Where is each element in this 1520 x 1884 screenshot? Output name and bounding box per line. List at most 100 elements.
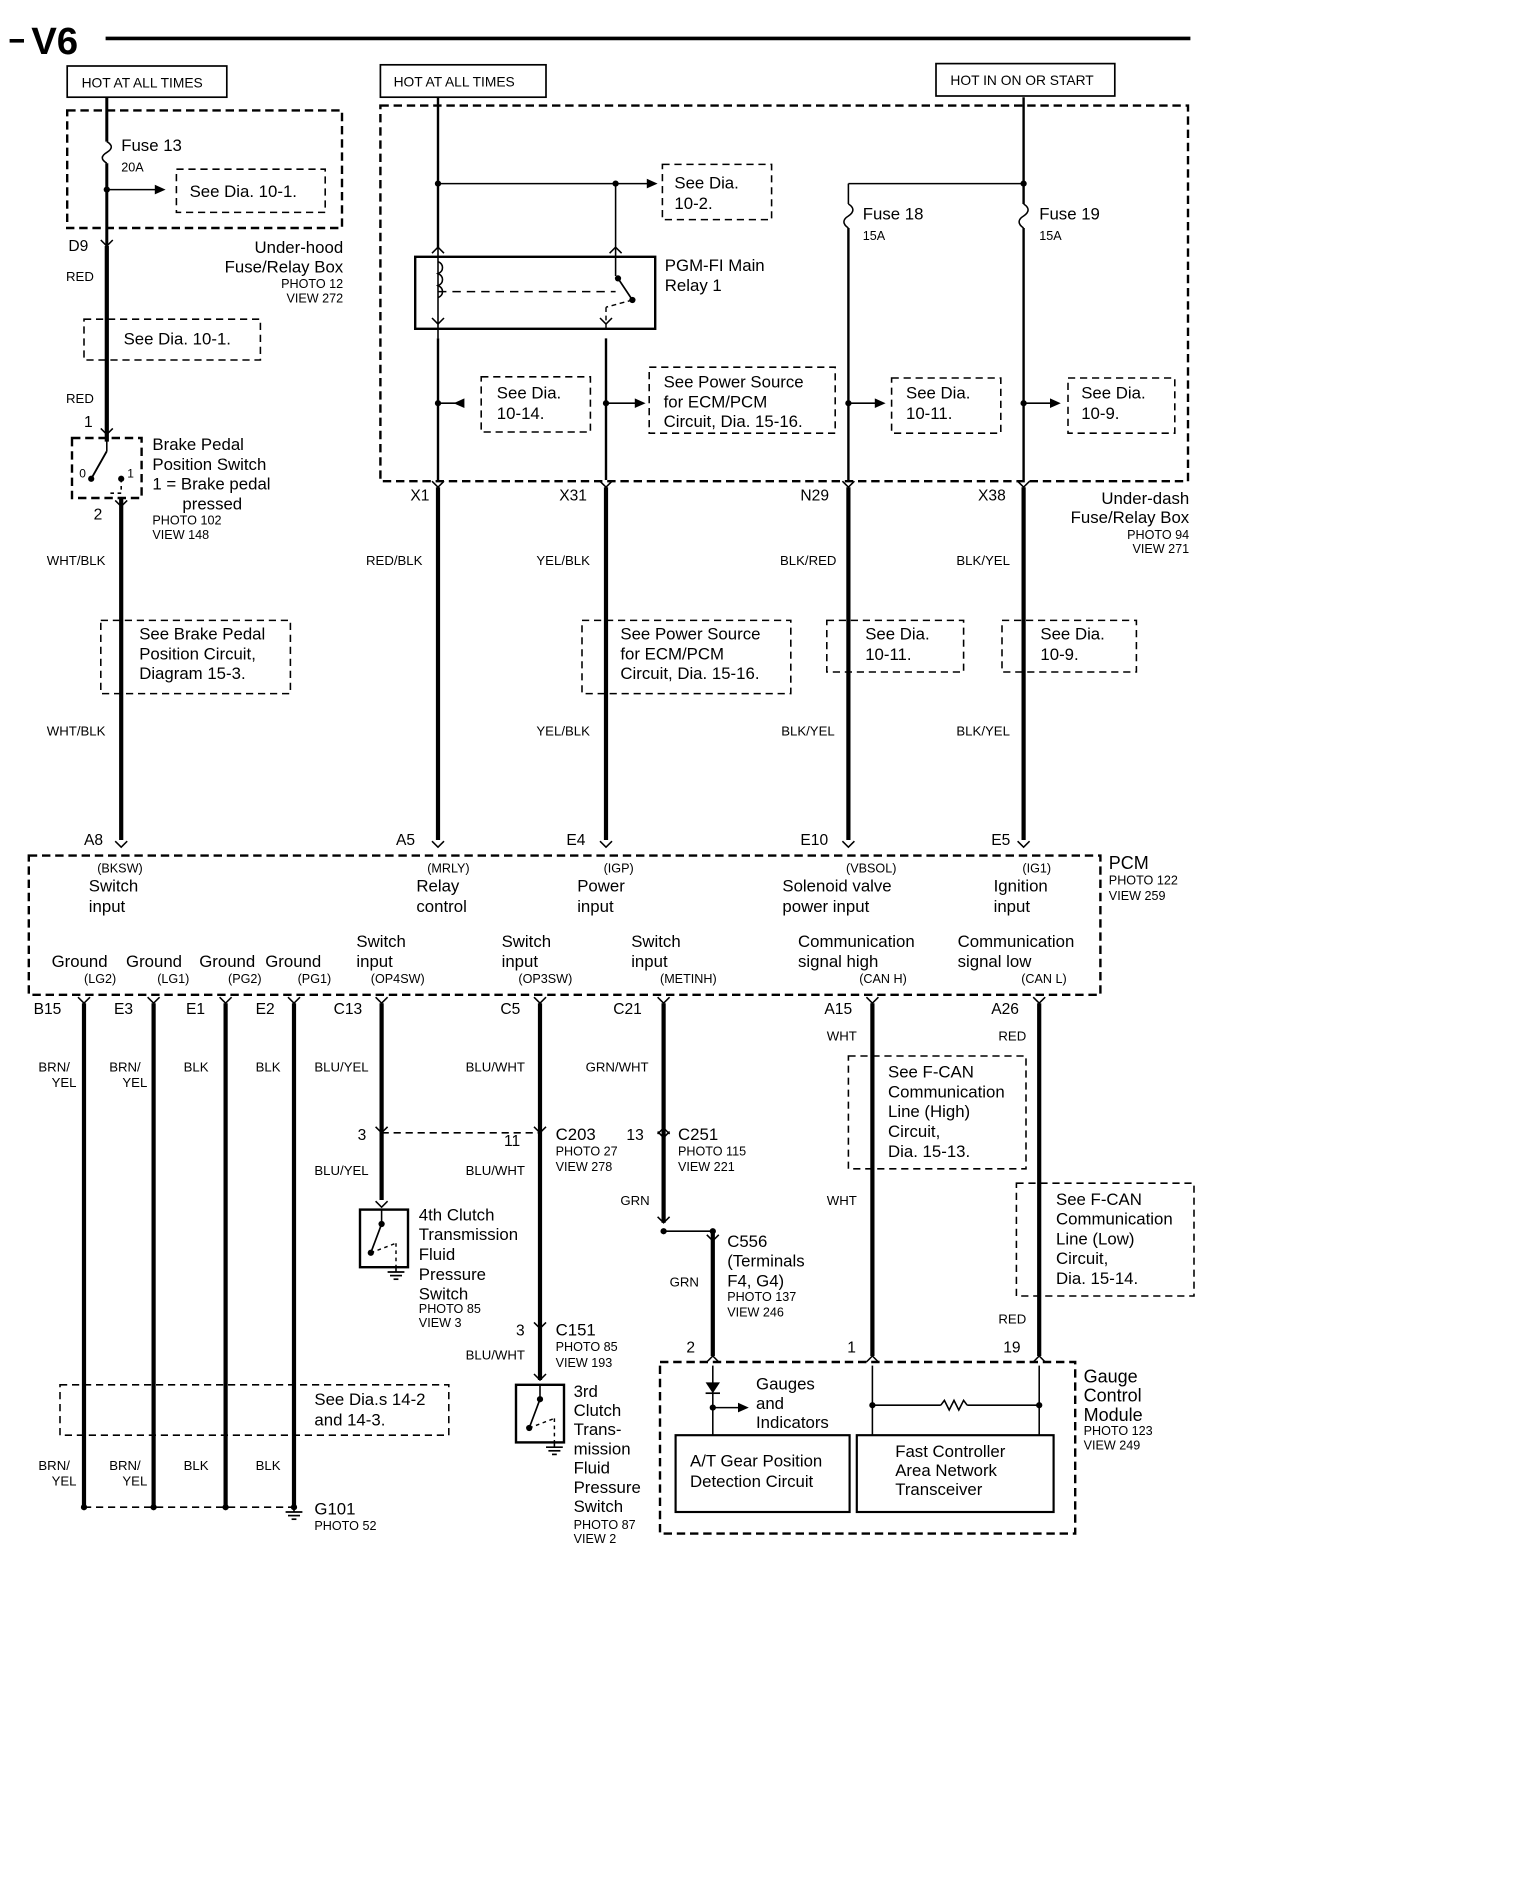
photo-ref: PHOTO 85	[419, 1302, 481, 1316]
pin-label: E5	[991, 832, 1010, 849]
pin-function-code: (OP3SW)	[518, 972, 572, 986]
reference-box	[847, 1055, 1027, 1170]
pin-function-label: input	[502, 952, 539, 971]
reference-text: for ECM/PCM	[620, 644, 724, 663]
reference-text: See Dia. 10-1.	[190, 182, 297, 201]
reference-box	[480, 376, 592, 433]
reference-text: See Dia.	[497, 383, 561, 402]
arrow-right-icon	[1050, 398, 1061, 409]
pin-function-code: (CAN H)	[859, 972, 907, 986]
hot-box-label: HOT AT ALL TIMES	[82, 76, 203, 91]
pin-label: X38	[978, 487, 1006, 504]
pin-function-label: signal high	[798, 952, 878, 971]
pin-label: E1	[186, 1001, 205, 1018]
view-ref: VIEW 271	[1132, 542, 1189, 556]
fuse-label: Fuse 13	[121, 136, 182, 155]
pin-function-label: Solenoid valve	[782, 877, 891, 896]
connector-icon	[599, 480, 613, 489]
component-label: and	[756, 1394, 784, 1413]
pin-function-code: (PG2)	[228, 972, 262, 986]
pin-function-label: Relay	[416, 877, 460, 896]
reference-text: Position Circuit,	[139, 644, 256, 663]
connector-icon	[706, 1354, 720, 1363]
wire-color: YEL/BLK	[536, 724, 590, 739]
wire-color: WHT/BLK	[47, 724, 106, 739]
pin-label: N29	[800, 487, 829, 504]
pin-function-label: input	[577, 897, 614, 916]
component-label: Module	[1084, 1405, 1143, 1425]
component-label: Trans-	[574, 1420, 622, 1439]
view-ref: VIEW 3	[419, 1316, 462, 1330]
wire-color: BLK	[184, 1458, 209, 1473]
pin-label: 1	[847, 1339, 856, 1356]
reference-text: See Dia.s 14-2	[314, 1390, 425, 1409]
page-title: V6	[31, 20, 78, 63]
wire-color: BLU/WHT	[466, 1060, 525, 1075]
hot-box-label: HOT IN ON OR START	[950, 73, 1094, 88]
connector-icon	[657, 1126, 671, 1135]
connector-icon	[865, 996, 879, 1005]
component-label: 4th Clutch	[419, 1205, 495, 1224]
splice-dot	[1020, 180, 1027, 187]
photo-ref: PHOTO 27	[556, 1145, 618, 1159]
pin-function-label: Switch	[356, 932, 405, 951]
reference-text: See Power Source	[664, 373, 804, 392]
pin-function-label: Ignition	[994, 877, 1048, 896]
pcm-box	[27, 854, 1102, 997]
reference-text: 10-14.	[497, 404, 545, 423]
pin-label: 11	[504, 1133, 520, 1150]
connector-icon	[865, 1354, 879, 1363]
component-label: 3rd	[574, 1382, 598, 1401]
connector-icon	[431, 317, 445, 326]
component-label: Under-hood	[254, 238, 343, 257]
view-ref: VIEW 249	[1084, 1439, 1141, 1453]
wire-color: YEL	[122, 1075, 147, 1090]
wire-color: BLK	[184, 1060, 209, 1075]
pin-label: E3	[114, 1001, 133, 1018]
wire-color: BLK/YEL	[781, 724, 835, 739]
photo-ref: PHOTO 122	[1109, 873, 1178, 887]
pin-function-code: (PG1)	[298, 972, 332, 986]
pin-function-code: (BKSW)	[97, 861, 142, 875]
reference-box	[1015, 1182, 1195, 1297]
wire-color: BLK/RED	[780, 553, 836, 568]
wire-color: BRN/	[38, 1060, 70, 1075]
wire-color: YEL	[52, 1474, 77, 1489]
component-label: Pressure	[419, 1265, 486, 1284]
wire-color: RED	[998, 1028, 1026, 1043]
component-label: mission	[574, 1439, 631, 1458]
connector-icon	[77, 996, 91, 1005]
reference-text: Circuit,	[1056, 1249, 1108, 1268]
component-label: Area Network	[895, 1461, 997, 1480]
pin-label: C21	[613, 1001, 642, 1018]
pin-function-label: Switch	[89, 877, 138, 896]
component-label: Fluid	[419, 1245, 455, 1264]
reference-text: 10-9.	[1040, 645, 1078, 664]
reference-text: Circuit, Dia. 15-16.	[620, 664, 759, 683]
pin-label: 2	[94, 507, 103, 524]
wire-color: BLK	[256, 1060, 281, 1075]
connector-icon	[533, 1126, 547, 1134]
splice-dot	[150, 1504, 157, 1511]
wire-color: BLU/WHT	[466, 1348, 525, 1363]
splice-dot	[88, 475, 95, 482]
pin-function-label: input	[89, 897, 126, 916]
wire-color: BRN/	[109, 1060, 141, 1075]
component-label: Switch	[419, 1285, 468, 1304]
wire-color: RED	[66, 391, 94, 406]
switch-contact	[617, 277, 634, 301]
reference-text: and 14-3.	[314, 1411, 385, 1430]
connector-label: C203	[556, 1125, 596, 1144]
pin-function-label: power input	[782, 897, 869, 916]
pin-label: 13	[626, 1127, 643, 1144]
view-ref: VIEW 2	[574, 1532, 617, 1546]
fuse-icon	[1018, 203, 1029, 229]
component-label: Gauge	[1084, 1366, 1138, 1386]
splice-dot	[602, 400, 610, 407]
pin-function-code: (MRLY)	[427, 861, 469, 875]
wire-color: WHT	[827, 1028, 857, 1043]
connector-icon	[147, 996, 161, 1005]
pin-label: 3	[358, 1127, 367, 1144]
component-label: Position Switch	[152, 455, 266, 474]
reference-text: 10-11.	[865, 645, 911, 664]
